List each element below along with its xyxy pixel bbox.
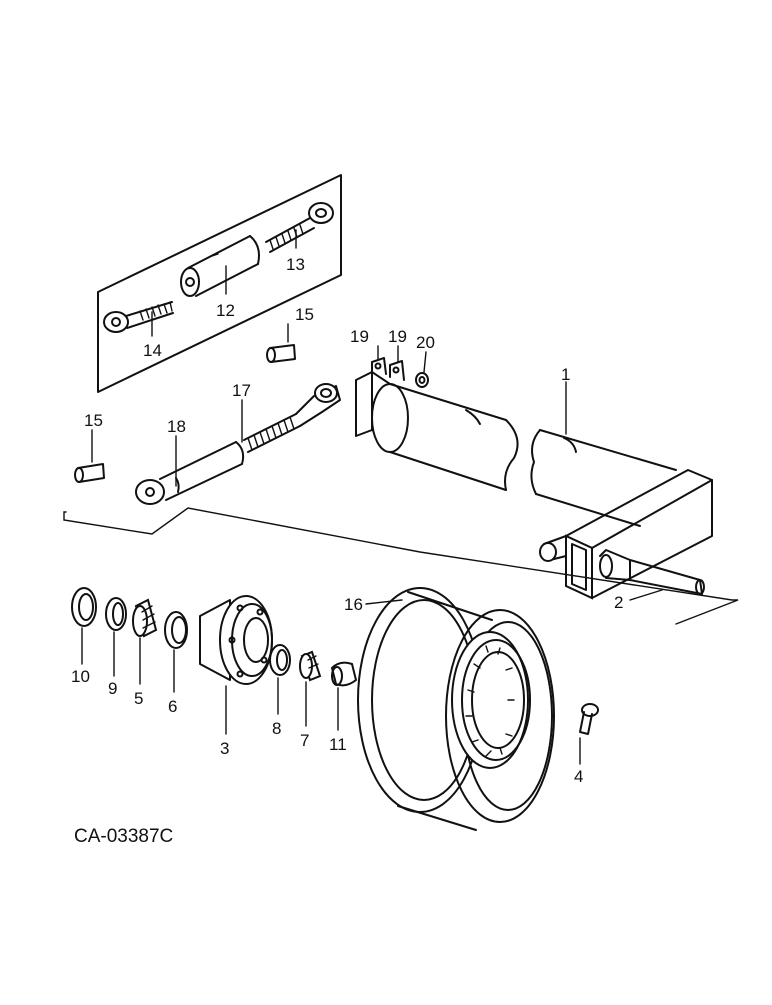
drawing-code: CA-03387C	[74, 826, 173, 847]
part-8-bearing-cup	[269, 644, 291, 676]
callout-20: 20	[416, 333, 435, 352]
callout-17: 17	[232, 381, 251, 400]
callout-7: 7	[300, 731, 309, 750]
part-4-bolt	[579, 703, 599, 735]
callout-10: 10	[71, 667, 90, 686]
callout-14: 14	[143, 341, 162, 360]
callout-6: 6	[168, 697, 177, 716]
callout-19-right: 19	[388, 327, 407, 346]
callout-11: 11	[329, 735, 347, 754]
part-15-pin-upper	[266, 344, 296, 363]
callout-18: 18	[167, 417, 186, 436]
part-7-bearing-cone	[299, 650, 322, 682]
callout-9: 9	[108, 679, 117, 698]
part-9-spacer	[105, 597, 127, 631]
part-20-nut	[415, 372, 429, 388]
part-13-eye-bolt	[265, 202, 334, 253]
callout-13: 13	[286, 255, 305, 274]
callout-3: 3	[220, 739, 229, 758]
callout-1: 1	[561, 365, 570, 384]
part-5-bearing-cone	[132, 598, 158, 638]
callout-19-left: 19	[350, 327, 369, 346]
callout-4: 4	[574, 767, 583, 786]
callout-12: 12	[216, 301, 235, 320]
callout-2: 2	[614, 593, 623, 612]
leader-lines	[81, 229, 663, 765]
part-3-hub	[199, 595, 273, 685]
callout-15-upper: 15	[295, 305, 314, 324]
part-14-eye-bolt	[103, 301, 174, 333]
callout-5: 5	[134, 689, 143, 708]
callout-16: 16	[344, 595, 363, 614]
callout-15-left: 15	[84, 411, 103, 430]
part-18-rod	[135, 441, 245, 505]
part-15-pin-left	[74, 463, 105, 483]
inset-panel	[97, 174, 342, 393]
part-11-dust-cap	[330, 661, 358, 687]
part-1-axle-tube	[355, 357, 713, 600]
callout-labels: 14 12 13 15 15 18 17 19 19 20 1 2 16 10 …	[71, 255, 623, 786]
part-12-tube	[180, 235, 260, 297]
part-6-bearing-cup	[164, 611, 188, 649]
part-16-wheel	[357, 587, 555, 831]
part-17-threaded-rod	[243, 383, 341, 453]
lower-assembly-outline	[63, 507, 739, 625]
part-10-seal	[71, 587, 97, 627]
callout-8: 8	[272, 719, 281, 738]
